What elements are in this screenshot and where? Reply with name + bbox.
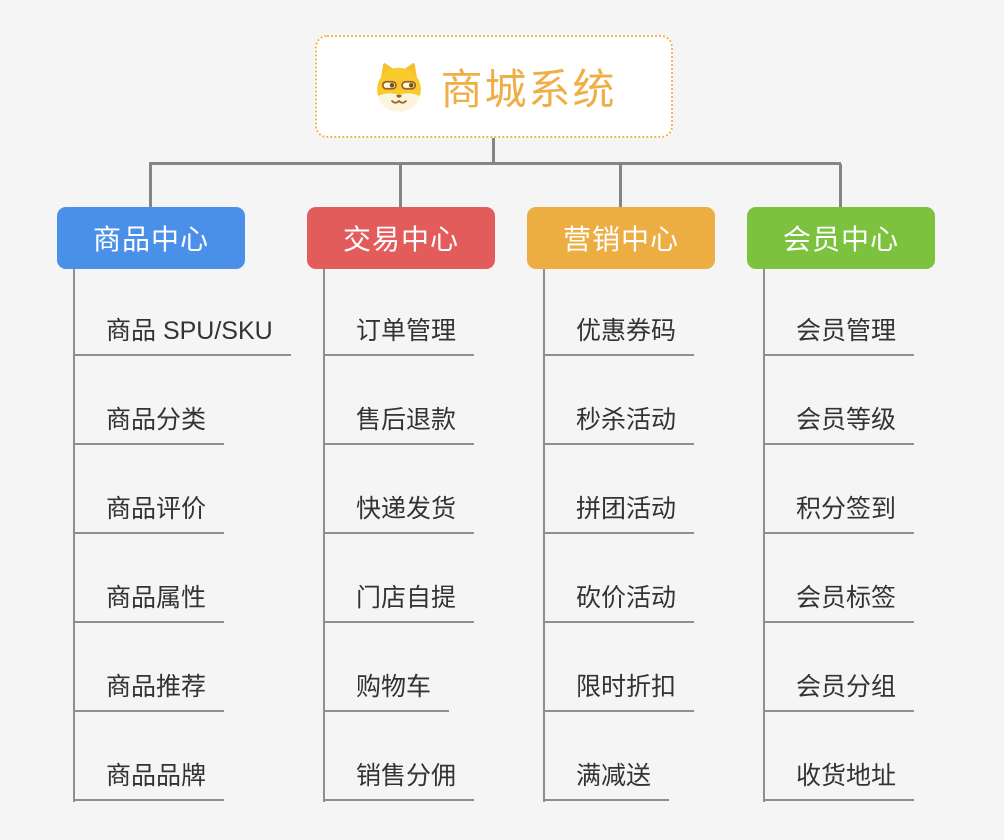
child-node[interactable]: 销售分佣 [323,759,475,801]
child-node[interactable]: 商品 SPU/SKU [73,314,291,356]
branch-title-trade-center[interactable]: 交易中心 [307,207,495,269]
branch-trunk-line [73,269,75,802]
connector-line [149,164,152,207]
child-node[interactable]: 满减送 [543,759,670,801]
child-node[interactable]: 会员分组 [763,670,915,712]
root-topic[interactable]: 商城系统 [315,35,673,138]
connector-line [149,162,841,165]
branch-title-member-center[interactable]: 会员中心 [747,207,935,269]
branch-marketing-center: 营销中心 优惠券码 秒杀活动 拼团活动 砍价活动 限时折扣 满减送 [527,207,757,807]
child-node[interactable]: 商品属性 [73,581,225,623]
child-node[interactable]: 快递发货 [323,492,475,534]
child-node[interactable]: 售后退款 [323,403,475,445]
branch-title-marketing-center[interactable]: 营销中心 [527,207,715,269]
child-node[interactable]: 商品品牌 [73,759,225,801]
branch-trade-center: 交易中心 订单管理 售后退款 快递发货 门店自提 购物车 销售分佣 [307,207,537,807]
branch-trunk-line [543,269,545,802]
connector-line [839,164,842,207]
root-topic-title: 商城系统 [440,66,617,113]
child-node[interactable]: 会员等级 [763,403,915,445]
branch-product-center: 商品中心 商品 SPU/SKU 商品分类 商品评价 商品属性 商品推荐 商品品牌 [57,207,291,807]
child-node[interactable]: 拼团活动 [543,492,695,534]
child-node[interactable]: 优惠券码 [543,314,695,356]
child-node[interactable]: 会员标签 [763,581,915,623]
branch-trunk-line [323,269,325,802]
branch-title-product-center[interactable]: 商品中心 [57,207,245,269]
child-node[interactable]: 收货地址 [763,759,915,801]
child-node[interactable]: 积分签到 [763,492,915,534]
child-node[interactable]: 商品推荐 [73,670,225,712]
child-node[interactable]: 商品评价 [73,492,225,534]
child-node[interactable]: 购物车 [323,670,450,712]
connector-line [492,138,495,164]
connector-line [399,164,402,207]
child-node[interactable]: 商品分类 [73,403,225,445]
branch-member-center: 会员中心 会员管理 会员等级 积分签到 会员标签 会员分组 收货地址 [747,207,977,807]
shiba-dog-icon [371,59,427,115]
connector-line [619,164,622,207]
branch-trunk-line [763,269,765,802]
child-node[interactable]: 会员管理 [763,314,915,356]
child-node[interactable]: 秒杀活动 [543,403,695,445]
child-node[interactable]: 限时折扣 [543,670,695,712]
child-node[interactable]: 门店自提 [323,581,475,623]
child-node[interactable]: 砍价活动 [543,581,695,623]
child-node[interactable]: 订单管理 [323,314,475,356]
